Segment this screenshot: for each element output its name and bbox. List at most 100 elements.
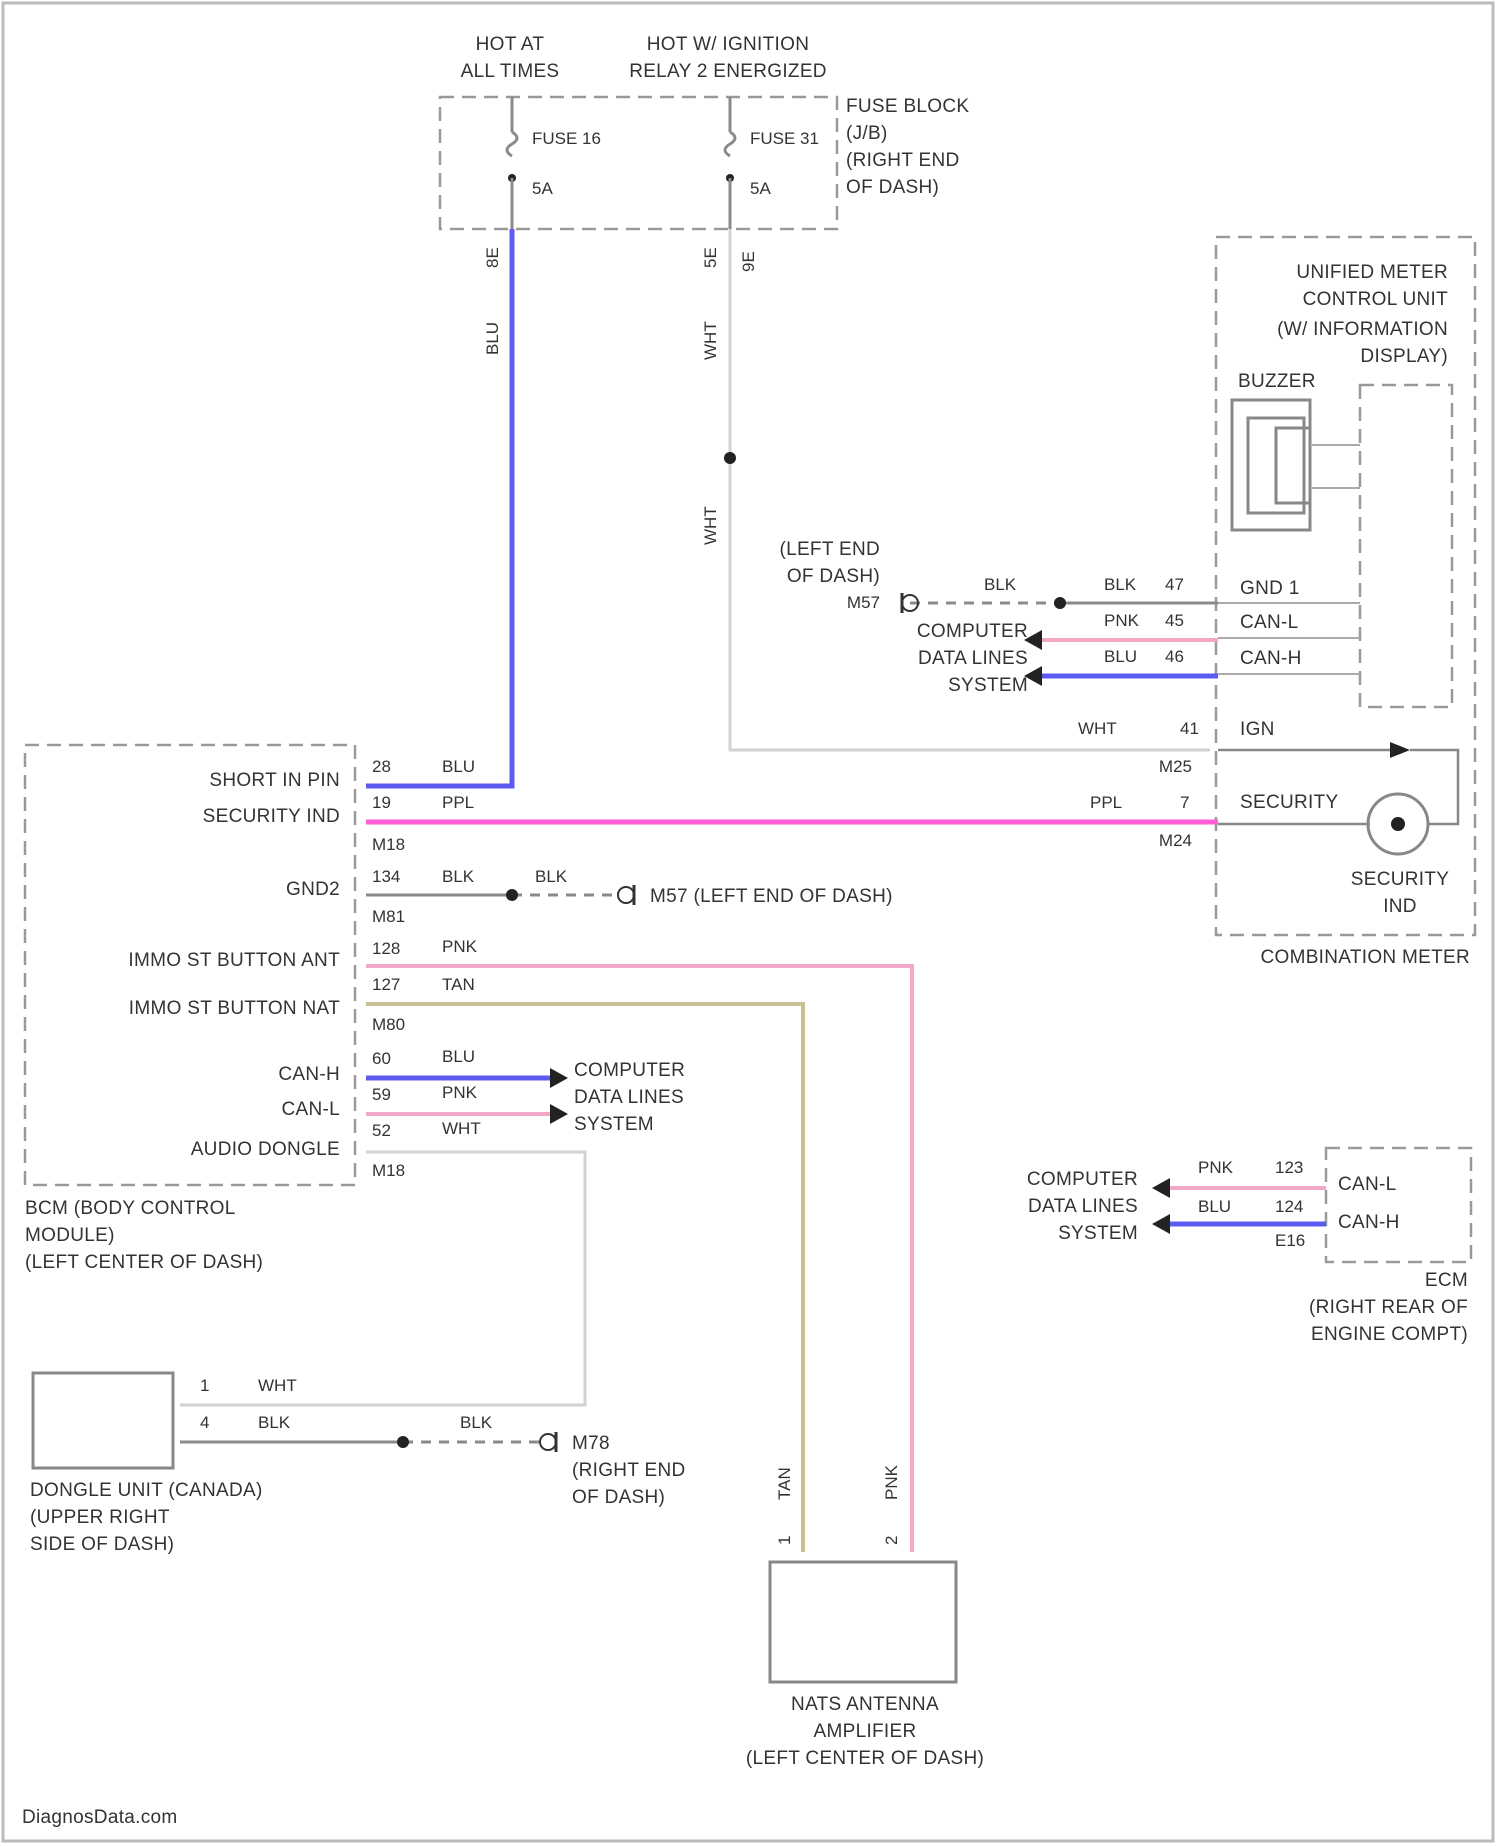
antenna-pin1-num: 1 xyxy=(775,1536,794,1545)
bcm-wire-blk-134: BLK xyxy=(442,867,475,886)
bcm-canh-arrow-icon xyxy=(550,1068,568,1088)
ecm-cdl-3: SYSTEM xyxy=(1058,1223,1138,1244)
ecm-pin-canl: CAN-L xyxy=(1338,1174,1397,1195)
antenna-pin2-num: 2 xyxy=(882,1536,901,1545)
meter-conn-bottom: M24 xyxy=(1159,831,1192,850)
fuse-b-symbol xyxy=(725,132,735,156)
ecm-canl-arrow-icon xyxy=(1152,1178,1170,1198)
bcm-num-28: 28 xyxy=(372,757,391,776)
bcm-num-59: 59 xyxy=(372,1085,391,1104)
fuse-block-label-1: FUSE BLOCK xyxy=(846,96,969,117)
meter-cdl-3: SYSTEM xyxy=(948,675,1028,696)
ecm-module: CAN-L CAN-H ECM (RIGHT REAR OF ENGINE CO… xyxy=(1309,1148,1471,1345)
dongle-box xyxy=(33,1373,173,1468)
antenna-label-2: AMPLIFIER xyxy=(814,1721,917,1742)
ecm-pin-canh: CAN-H xyxy=(1338,1212,1400,1233)
meter-wire-pnk: PNK xyxy=(1104,611,1140,630)
meter-title-2: CONTROL UNIT xyxy=(1303,289,1448,310)
bcm-cdl-2: DATA LINES xyxy=(574,1087,684,1108)
bcm-conn-m80: M80 xyxy=(372,1015,405,1034)
bcm-pin-short-in-pin: SHORT IN PIN xyxy=(209,770,340,791)
fuse-b-wire: WHT xyxy=(701,321,720,360)
bcm-canl-arrow-icon xyxy=(550,1104,568,1124)
ign-arrow-icon xyxy=(1390,742,1410,758)
ecm-cdl-1: COMPUTER xyxy=(1027,1169,1138,1190)
ecm-outline xyxy=(1326,1148,1471,1262)
meter-pin-name-gnd1: GND 1 xyxy=(1240,578,1300,599)
meter-pin-name-security: SECURITY xyxy=(1240,792,1338,813)
ground-m57-id: M57 xyxy=(847,593,880,612)
antenna-label-1: NATS ANTENNA xyxy=(791,1694,939,1715)
fuse-a-rating: 5A xyxy=(532,179,553,198)
dongle-wire-blk: BLK xyxy=(258,1413,291,1432)
blu-wire-short-in-pin xyxy=(366,229,512,786)
bcm-label-2: MODULE) xyxy=(25,1225,115,1246)
meter-wire-wht: WHT xyxy=(1078,719,1117,738)
bcm-conn-m81: M81 xyxy=(372,907,405,926)
fuse-block-label-3: (RIGHT END xyxy=(846,150,959,171)
bcm-num-60: 60 xyxy=(372,1049,391,1068)
bcm-wire-blu-28: BLU xyxy=(442,757,475,776)
fuse-block-label-4: OF DASH) xyxy=(846,177,939,198)
dongle-wire-wht: WHT xyxy=(258,1376,297,1395)
bcm-pin-canh: CAN-H xyxy=(278,1064,340,1085)
bcm-pin-canl: CAN-L xyxy=(281,1099,340,1120)
bcm-pin-immo-ant: IMMO ST BUTTON ANT xyxy=(128,950,340,971)
bcm-num-128: 128 xyxy=(372,939,400,958)
fuse-b-rating: 5A xyxy=(750,179,771,198)
bcm-wire-pnk-128: PNK xyxy=(442,937,478,956)
diagram-frame xyxy=(3,3,1493,1841)
ground-m57-label-1: (LEFT END xyxy=(779,539,880,560)
meter-cdl-1: COMPUTER xyxy=(917,621,1028,642)
dongle-num-4: 4 xyxy=(200,1413,209,1432)
meter-wire-blu: BLU xyxy=(1104,647,1137,666)
fuse-a-wire: BLU xyxy=(483,322,502,355)
ground-m57-label-2: OF DASH) xyxy=(787,566,880,587)
ecm-cdl-2: DATA LINES xyxy=(1028,1196,1138,1217)
bcm-pin-gnd2: GND2 xyxy=(286,879,340,900)
meter-pin-name-canl: CAN-L xyxy=(1240,612,1299,633)
antenna-wire-tan: TAN xyxy=(775,1467,794,1500)
ground-m57-wire: BLK xyxy=(984,575,1017,594)
ecm-wire-blu: BLU xyxy=(1198,1197,1231,1216)
wht-wire-ign xyxy=(730,229,1210,750)
bcm-num-127: 127 xyxy=(372,975,400,994)
fuse-block-outline xyxy=(440,97,837,229)
bcm-cdl-1: COMPUTER xyxy=(574,1060,685,1081)
bcm-conn-m18-a: M18 xyxy=(372,835,405,854)
meter-num-46: 46 xyxy=(1165,647,1184,666)
wht-wire-audio-dongle xyxy=(180,1152,585,1405)
fuse-b-name: FUSE 31 xyxy=(750,129,819,148)
ecm-wire-pnk: PNK xyxy=(1198,1158,1234,1177)
ground-m78-label-2: OF DASH) xyxy=(572,1487,665,1508)
gnd2-splice xyxy=(506,889,518,901)
dongle-label-3: SIDE OF DASH) xyxy=(30,1534,174,1555)
meter-num-45: 45 xyxy=(1165,611,1184,630)
bcm-wire-wht-52: WHT xyxy=(442,1119,481,1138)
wht-wire-label: WHT xyxy=(701,506,720,545)
nats-antenna-amplifier: NATS ANTENNA AMPLIFIER (LEFT CENTER OF D… xyxy=(746,1562,984,1769)
ecm-num-123: 123 xyxy=(1275,1158,1303,1177)
bcm-num-19: 19 xyxy=(372,793,391,812)
security-ind-line1: SECURITY xyxy=(1351,869,1449,890)
bcm-pin-audio-dongle: AUDIO DONGLE xyxy=(191,1139,340,1160)
ground-m57-bcm-icon xyxy=(618,885,634,905)
bcm-pin-security-ind: SECURITY IND xyxy=(203,806,340,827)
meter-wire-blk: BLK xyxy=(1104,575,1137,594)
meter-cdl-2: DATA LINES xyxy=(918,648,1028,669)
bcm-num-52: 52 xyxy=(372,1121,391,1140)
ground-m57-bcm-label: M57 (LEFT END OF DASH) xyxy=(650,886,893,907)
bcm-module: SHORT IN PIN SECURITY IND GND2 IMMO ST B… xyxy=(25,745,355,1273)
meter-wire-ppl: PPL xyxy=(1090,793,1122,812)
fuse-a-pin: 8E xyxy=(483,247,502,268)
hot-in-ignition-line2: RELAY 2 ENERGIZED xyxy=(629,61,827,82)
meter-num-41: 41 xyxy=(1180,719,1199,738)
fuse-a-name: FUSE 16 xyxy=(532,129,601,148)
meter-pin-name-canh: CAN-H xyxy=(1240,648,1302,669)
bcm-cdl-3: SYSTEM xyxy=(574,1114,654,1135)
dongle-label-1: DONGLE UNIT (CANADA) xyxy=(30,1480,263,1501)
ecm-label-2: (RIGHT REAR OF xyxy=(1309,1297,1468,1318)
security-lamp-center xyxy=(1391,817,1405,831)
ecm-label-1: ECM xyxy=(1425,1270,1468,1291)
